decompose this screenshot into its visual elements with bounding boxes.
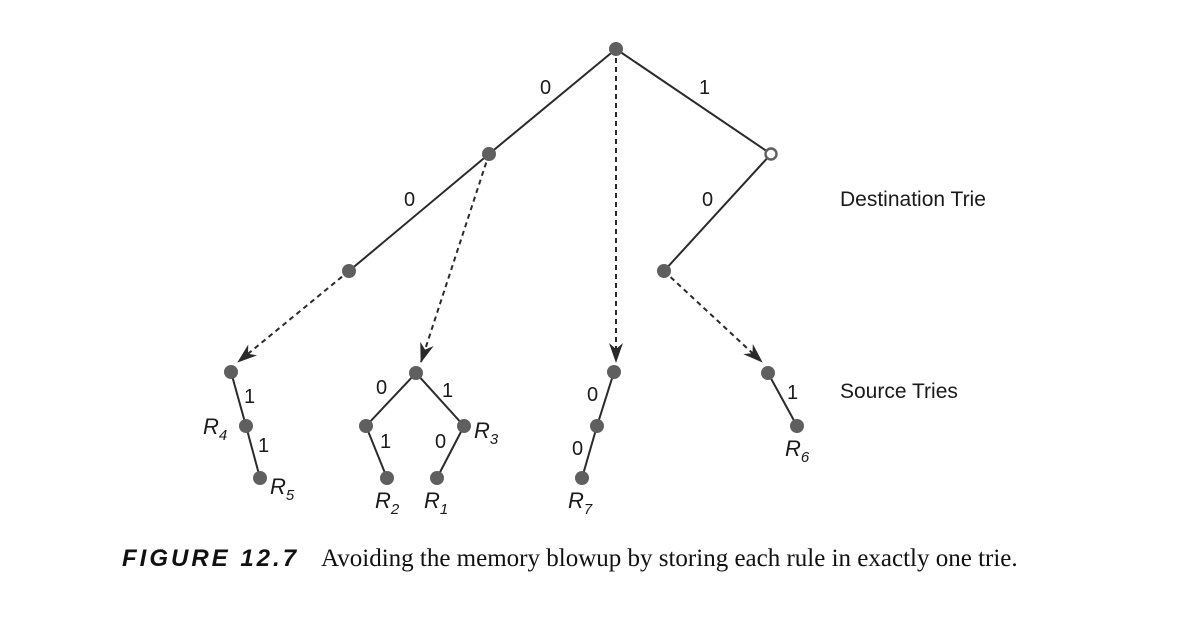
src1-root-node xyxy=(224,365,238,379)
pointer-0-to-src2 xyxy=(420,153,490,363)
destination-trie-label: Destination Trie xyxy=(840,188,986,211)
src2-edge-0 xyxy=(365,372,417,427)
dest-node-10 xyxy=(657,264,671,278)
rule-label-r4: R4 xyxy=(203,414,227,444)
bit-root-right: 1 xyxy=(699,77,710,99)
bit-src1-1b: 1 xyxy=(258,435,269,457)
dest-edge-00 xyxy=(348,153,490,272)
src4-edge-1 xyxy=(767,372,798,427)
bit-root-left: 0 xyxy=(540,77,551,99)
bit-dest-00: 0 xyxy=(404,189,415,211)
src1-edge-1b xyxy=(245,425,261,479)
rule-label-r1: R1 xyxy=(424,488,448,518)
src3-node-0 xyxy=(590,419,604,433)
figure-caption: FIGURE 12.7 Avoiding the memory blowup b… xyxy=(122,545,1018,573)
bit-src2-1: 1 xyxy=(442,380,453,402)
rule-label-r2: R2 xyxy=(375,488,400,518)
source-tries-label: Source Tries xyxy=(840,380,958,403)
src4-node-r6 xyxy=(790,419,804,433)
src2-root-node xyxy=(409,366,423,380)
bit-src2-10: 0 xyxy=(435,431,446,453)
dest-node-0 xyxy=(482,147,496,161)
dest-root-node xyxy=(609,42,623,56)
src3-node-r7 xyxy=(575,471,589,485)
bit-dest-10: 0 xyxy=(702,189,713,211)
dest-node-00 xyxy=(342,264,356,278)
bit-src3-0b: 0 xyxy=(572,438,583,460)
figure-number: FIGURE 12.7 xyxy=(122,545,300,572)
dest-edge-root-1 xyxy=(615,48,772,155)
rule-label-r6: R6 xyxy=(785,436,810,466)
src3-edge-0b xyxy=(581,425,598,479)
src2-node-0 xyxy=(359,419,373,433)
pointer-10-to-src4 xyxy=(663,270,763,363)
bit-src1-1a: 1 xyxy=(244,386,255,408)
pointer-00-to-src1 xyxy=(237,270,350,363)
src1-edge-1a xyxy=(230,371,247,427)
bit-src3-0a: 0 xyxy=(587,384,598,406)
bit-src2-0: 0 xyxy=(376,377,387,399)
src1-node-r4 xyxy=(239,419,253,433)
rule-label-r7: R7 xyxy=(568,488,593,518)
dest-edge-10 xyxy=(663,153,772,272)
src3-root-node xyxy=(607,365,621,379)
src2-edge-1 xyxy=(415,372,465,427)
src2-edge-10 xyxy=(436,425,465,479)
bit-src2-01: 1 xyxy=(380,431,391,453)
src2-node-r1 xyxy=(430,471,444,485)
rule-label-r3: R3 xyxy=(474,418,499,448)
src1-node-r5 xyxy=(253,471,267,485)
dest-node-1 xyxy=(764,147,778,161)
src2-node-r2 xyxy=(380,471,394,485)
src2-node-r3 xyxy=(457,419,471,433)
src2-edge-01 xyxy=(365,425,388,479)
caption-text: Avoiding the memory blowup by storing ea… xyxy=(321,545,1018,572)
dest-edge-root-0 xyxy=(488,48,617,155)
bit-src4-1: 1 xyxy=(787,382,798,404)
src4-root-node xyxy=(761,366,775,380)
rule-label-r5: R5 xyxy=(270,474,295,504)
src3-edge-0a xyxy=(596,371,615,427)
